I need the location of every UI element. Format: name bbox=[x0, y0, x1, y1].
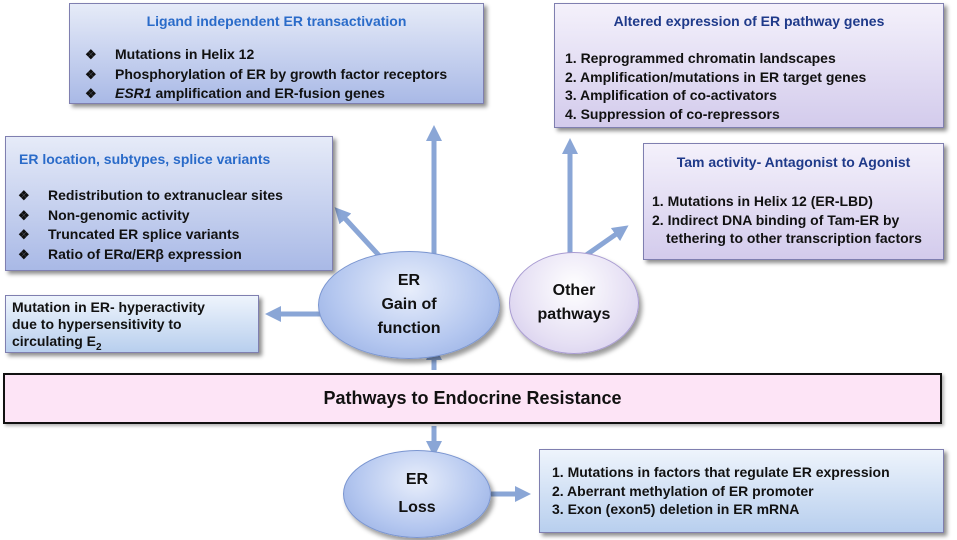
list-item: ❖Truncated ER splice variants bbox=[18, 225, 283, 245]
diamond-bullet-icon: ❖ bbox=[18, 227, 30, 242]
ellipse-line: function bbox=[377, 320, 441, 337]
list-item: 1. Mutations in factors that regulate ER… bbox=[552, 464, 890, 480]
ligand-independent-list: ❖Mutations in Helix 12 ❖Phosphorylation … bbox=[85, 45, 447, 104]
er-gain-of-function-ellipse: ER Gain of function bbox=[318, 251, 500, 359]
list-item: 3. Exon (exon5) deletion in ER mRNA bbox=[552, 501, 800, 517]
ellipse-line: ER bbox=[397, 272, 421, 289]
list-item: 1. Mutations in Helix 12 (ER-LBD) bbox=[652, 193, 873, 209]
list-item: 1. Reprogrammed chromatin landscapes bbox=[565, 50, 836, 66]
list-item: 2. Aberrant methylation of ER promoter bbox=[552, 482, 814, 499]
pathways-banner: Pathways to Endocrine Resistance bbox=[3, 373, 942, 424]
list-item: 3. Amplification of co-activators bbox=[565, 87, 777, 103]
diamond-bullet-icon: ❖ bbox=[85, 47, 97, 62]
list-item: 4. Suppression of co-repressors bbox=[565, 105, 780, 122]
list-item: 2. Indirect DNA binding of Tam-ER by bbox=[652, 211, 900, 228]
diamond-bullet-icon: ❖ bbox=[18, 246, 30, 262]
mutation-hyperactivity-text: Mutation in ER- hyperactivity due to hyp… bbox=[12, 299, 205, 353]
er-loss-box: 1. Mutations in factors that regulate ER… bbox=[539, 449, 944, 533]
ligand-independent-title: Ligand independent ER transactivation bbox=[146, 13, 407, 29]
er-location-title: ER location, subtypes, splice variants bbox=[19, 151, 271, 167]
diamond-bullet-icon: ❖ bbox=[85, 66, 97, 82]
er-location-list: ❖Redistribution to extranuclear sites ❖N… bbox=[18, 186, 283, 264]
tam-activity-title: Tam activity- Antagonist to Agonist bbox=[676, 154, 911, 170]
er-loss-list: 1. Mutations in factors that regulate ER… bbox=[552, 463, 890, 519]
mutation-hyperactivity-box: Mutation in ER- hyperactivity due to hyp… bbox=[5, 295, 259, 353]
list-item: ❖Mutations in Helix 12 bbox=[85, 45, 447, 65]
er-loss-ellipse: ER Loss bbox=[343, 450, 491, 538]
diamond-bullet-icon: ❖ bbox=[18, 188, 30, 203]
ligand-independent-box: Ligand independent ER transactivation ❖M… bbox=[69, 3, 484, 104]
ellipse-line: pathways bbox=[537, 306, 611, 323]
altered-expression-title: Altered expression of ER pathway genes bbox=[613, 13, 885, 29]
diamond-bullet-icon: ❖ bbox=[18, 207, 30, 223]
other-pathways-ellipse: Other pathways bbox=[509, 252, 639, 354]
ellipse-line: Other bbox=[552, 282, 596, 299]
ellipse-line: Loss bbox=[398, 499, 436, 516]
ellipse-line: ER bbox=[405, 471, 429, 488]
tam-activity-list: 1. Mutations in Helix 12 (ER-LBD) 2. Ind… bbox=[652, 192, 922, 248]
ellipse-line: Gain of bbox=[381, 296, 437, 313]
altered-expression-list: 1. Reprogrammed chromatin landscapes 2. … bbox=[565, 49, 866, 123]
list-item: ❖Non-genomic activity bbox=[18, 206, 283, 226]
er-location-box: ER location, subtypes, splice variants ❖… bbox=[5, 136, 333, 271]
list-item: ❖ESR1 amplification and ER-fusion genes bbox=[85, 84, 447, 104]
diamond-bullet-icon: ❖ bbox=[85, 86, 97, 101]
list-item: 2. Amplification/mutations in ER target … bbox=[565, 68, 867, 85]
list-item: tethering to other transcription factors bbox=[666, 230, 922, 246]
list-item: ❖Ratio of ERα/ERβ expression bbox=[18, 245, 283, 265]
list-item: ❖Redistribution to extranuclear sites bbox=[18, 186, 283, 206]
altered-expression-box: Altered expression of ER pathway genes 1… bbox=[554, 3, 944, 128]
tam-activity-box: Tam activity- Antagonist to Agonist 1. M… bbox=[643, 143, 944, 260]
list-item: ❖Phosphorylation of ER by growth factor … bbox=[85, 65, 447, 85]
